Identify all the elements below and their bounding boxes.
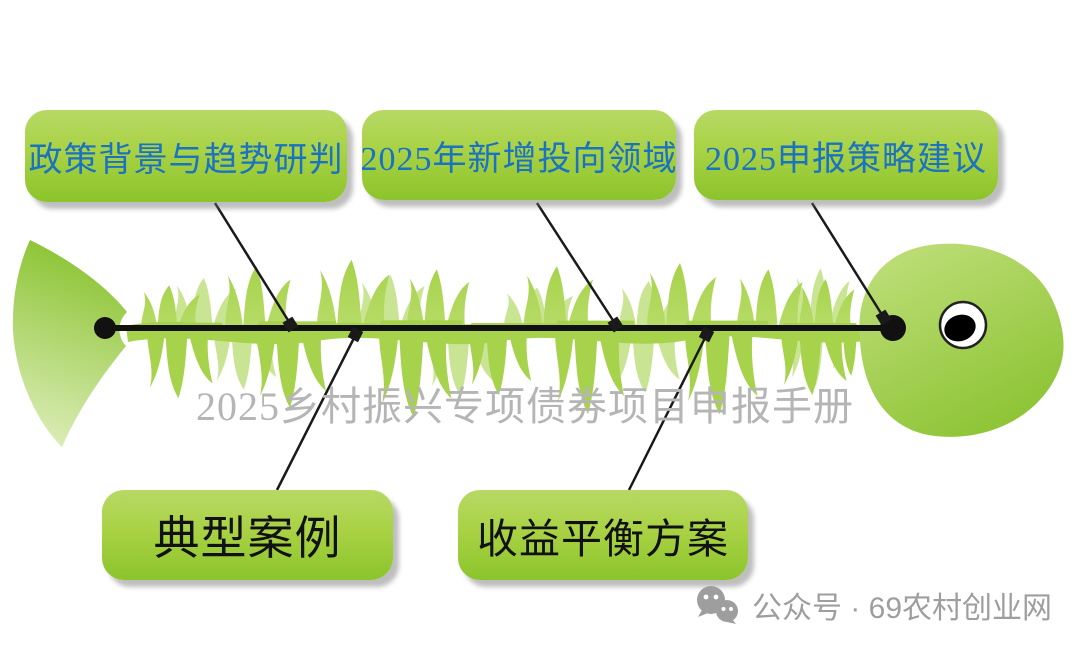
fish-eye-pupil — [944, 314, 976, 342]
wechat-icon — [696, 586, 738, 624]
branch-box-revenue-balance-plan: 收益平衡方案 — [458, 490, 748, 580]
footer-account-label: 公众号 · 69农村创业网 — [751, 592, 1052, 625]
branch-connectors — [213, 202, 892, 491]
footer-credit: 公众号 · 69农村创业网 — [694, 584, 1052, 626]
fish-tail — [12, 240, 128, 447]
branch-connector — [535, 202, 618, 326]
branch-connector — [275, 333, 358, 491]
branch-label: 典型案例 — [153, 513, 342, 564]
spine-tail-dot — [94, 317, 116, 339]
branch-connector — [213, 202, 293, 326]
branch-connector — [627, 333, 709, 491]
branch-label: 政策背景与趋势研判 — [28, 141, 344, 179]
branch-label: 2025申报策略建议 — [705, 140, 987, 178]
branch-box-new-investment-areas: 2025年新增投向领域 — [360, 110, 678, 200]
branch-label: 收益平衡方案 — [477, 516, 729, 562]
branch-connector — [810, 202, 886, 319]
branch-label: 2025年新增投向领域 — [360, 140, 678, 178]
branch-box-application-strategy: 2025申报策略建议 — [694, 110, 998, 200]
branch-box-policy-background: 政策背景与趋势研判 — [25, 110, 347, 202]
branch-box-typical-cases: 典型案例 — [102, 490, 393, 580]
